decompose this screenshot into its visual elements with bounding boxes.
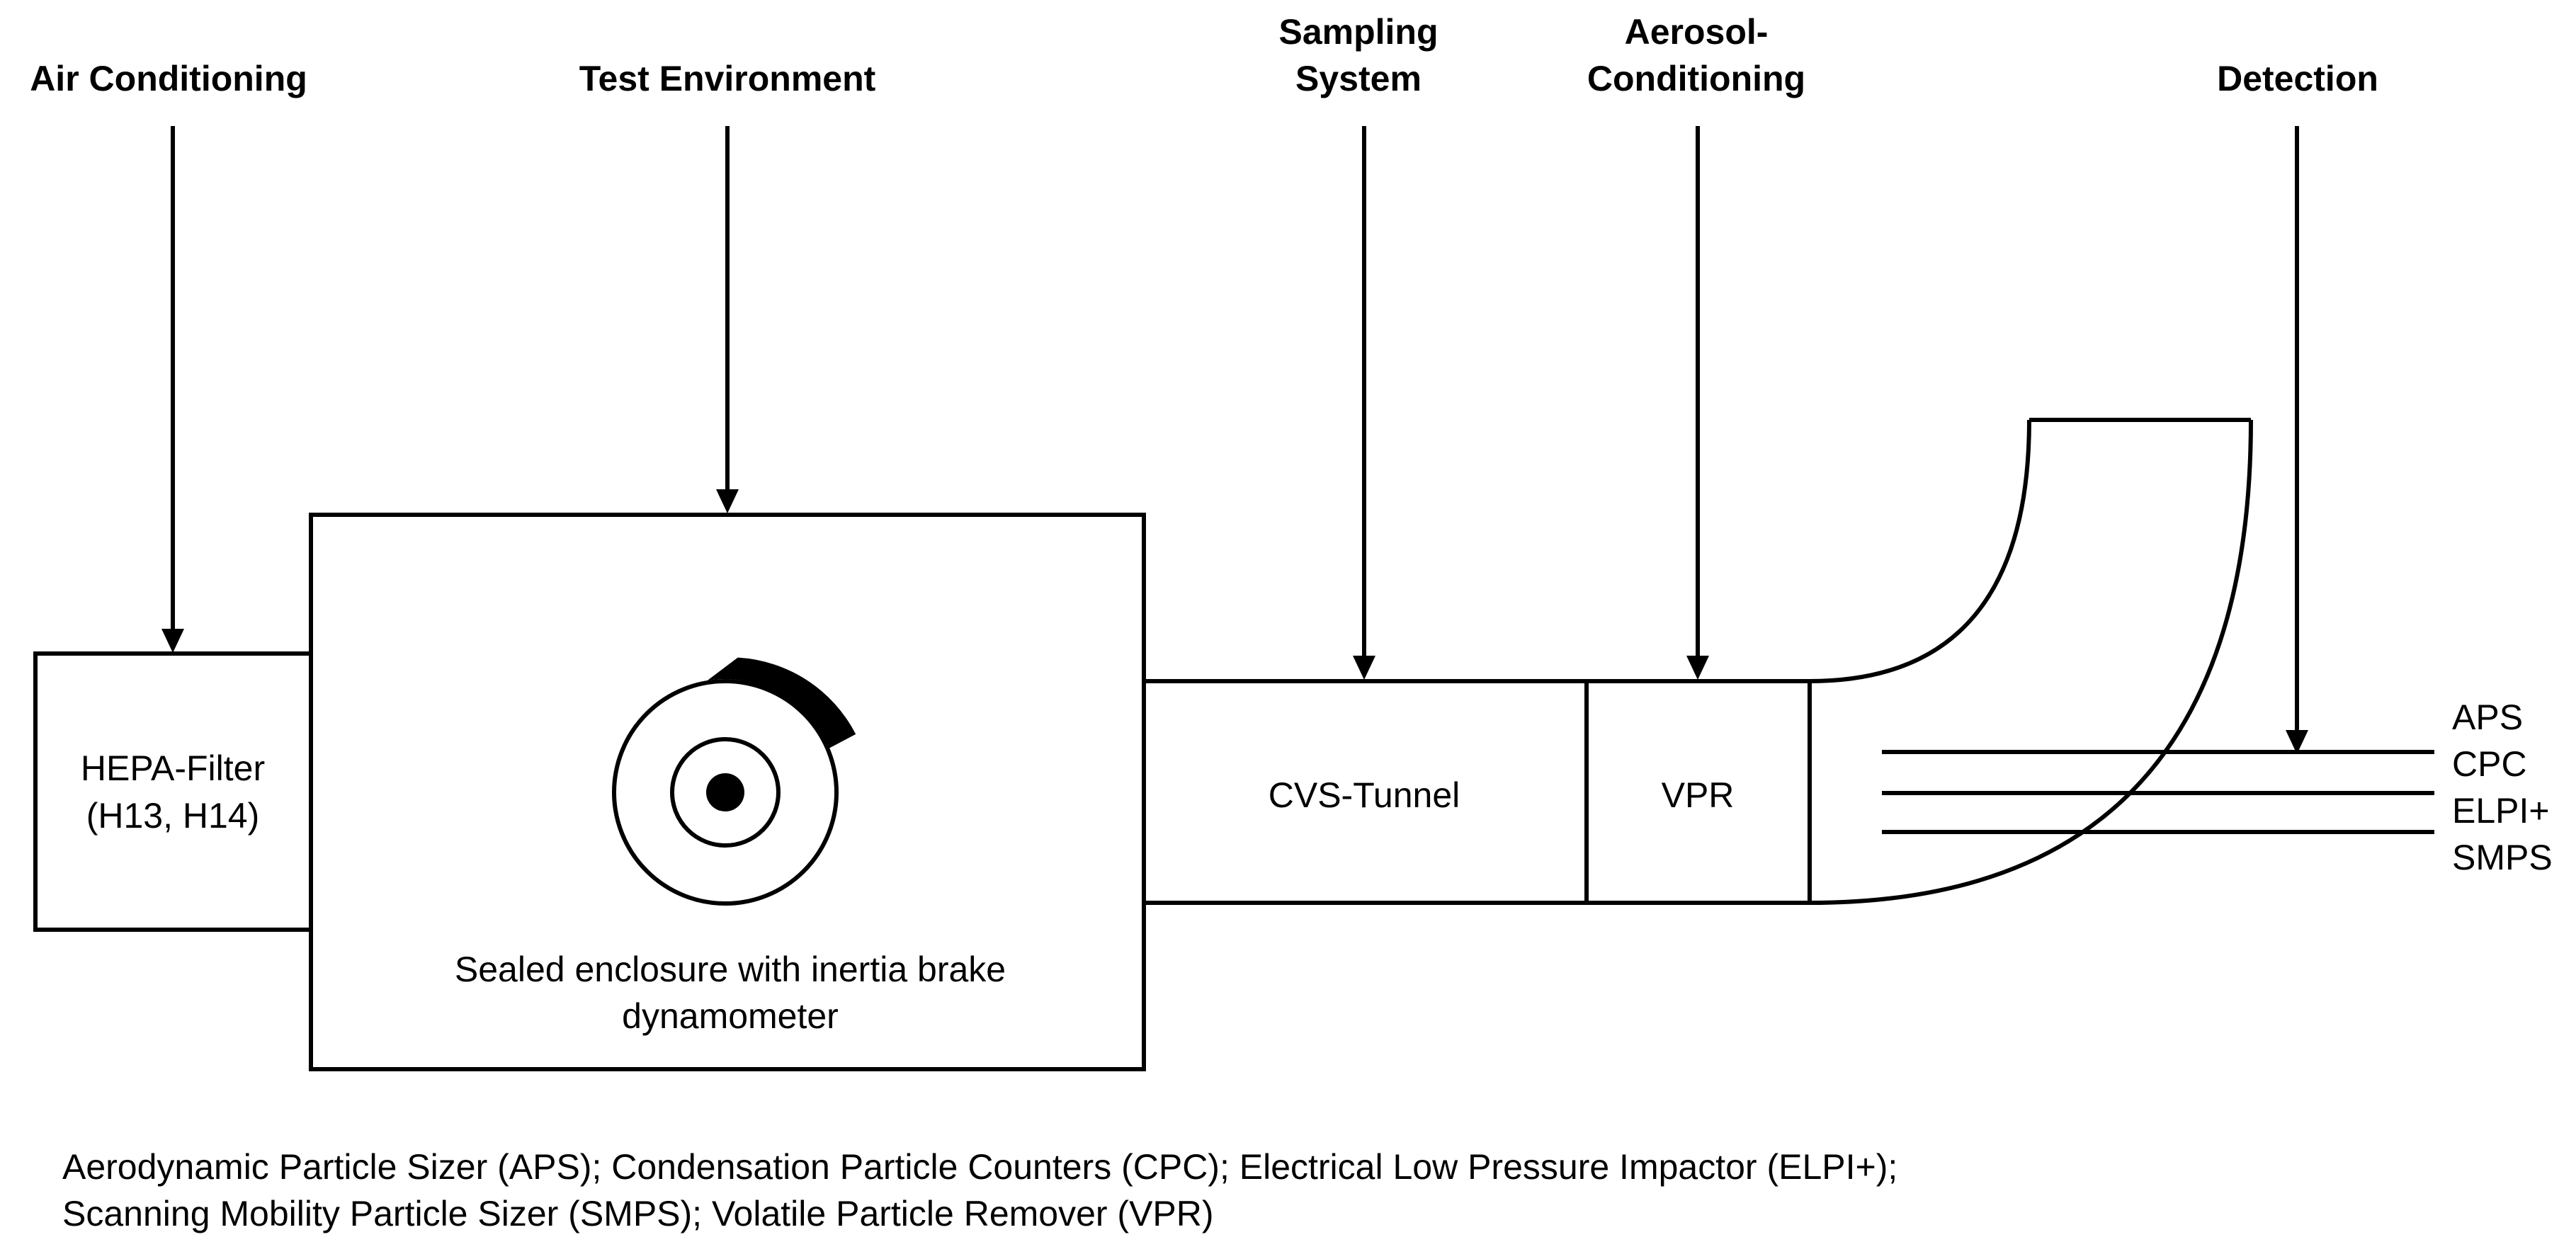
stage-label-air-conditioning: Air Conditioning [30,59,307,98]
arrow-sampling-system [1353,126,1375,680]
footnote-line1: Aerodynamic Particle Sizer (APS); Conden… [62,1147,1898,1187]
instrument-label-cpc: CPC [2452,744,2527,784]
instrument-sampling-lines [1882,750,2434,834]
exhaust-duct [1809,418,2253,905]
abbreviations-footnote: Aerodynamic Particle Sizer (APS); Conden… [62,1144,2470,1237]
stage-label-aerosol-conditioning-line1: Aerosol- [1625,12,1769,52]
instrument-label-aps: APS [2452,697,2523,737]
cvs-tunnel-label: CVS-Tunnel [1269,775,1460,815]
enclosure-label-line1: Sealed enclosure with inertia brake [455,950,1006,989]
brake-disc-icon [612,657,856,906]
arrow-aerosol-conditioning [1686,126,1709,680]
enclosure-label-line2: dynamometer [622,996,839,1036]
hepa-filter-label-line2: (H13, H14) [86,796,260,836]
stage-label-aerosol-conditioning-line2: Conditioning [1587,59,1805,98]
instrument-label-smps: SMPS [2452,838,2553,877]
brake-caliper-icon [707,657,856,749]
hepa-filter-label-line1: HEPA-Filter [81,748,265,788]
stage-label-test-environment: Test Environment [579,59,876,98]
vpr-label: VPR [1662,775,1735,815]
arrow-air-conditioning [161,126,184,653]
stage-label-sampling-system-line2: System [1295,59,1422,98]
arrow-detection [2286,126,2308,754]
footnote-line2: Scanning Mobility Particle Sizer (SMPS);… [62,1194,1214,1233]
instrument-label-elpi: ELPI+ [2452,791,2550,831]
stage-label-detection: Detection [2217,59,2378,98]
hepa-filter-box [33,651,313,932]
vpr-box [1584,679,1812,905]
arrow-test-environment [716,126,739,513]
stage-label-sampling-system-line1: Sampling [1278,12,1438,52]
